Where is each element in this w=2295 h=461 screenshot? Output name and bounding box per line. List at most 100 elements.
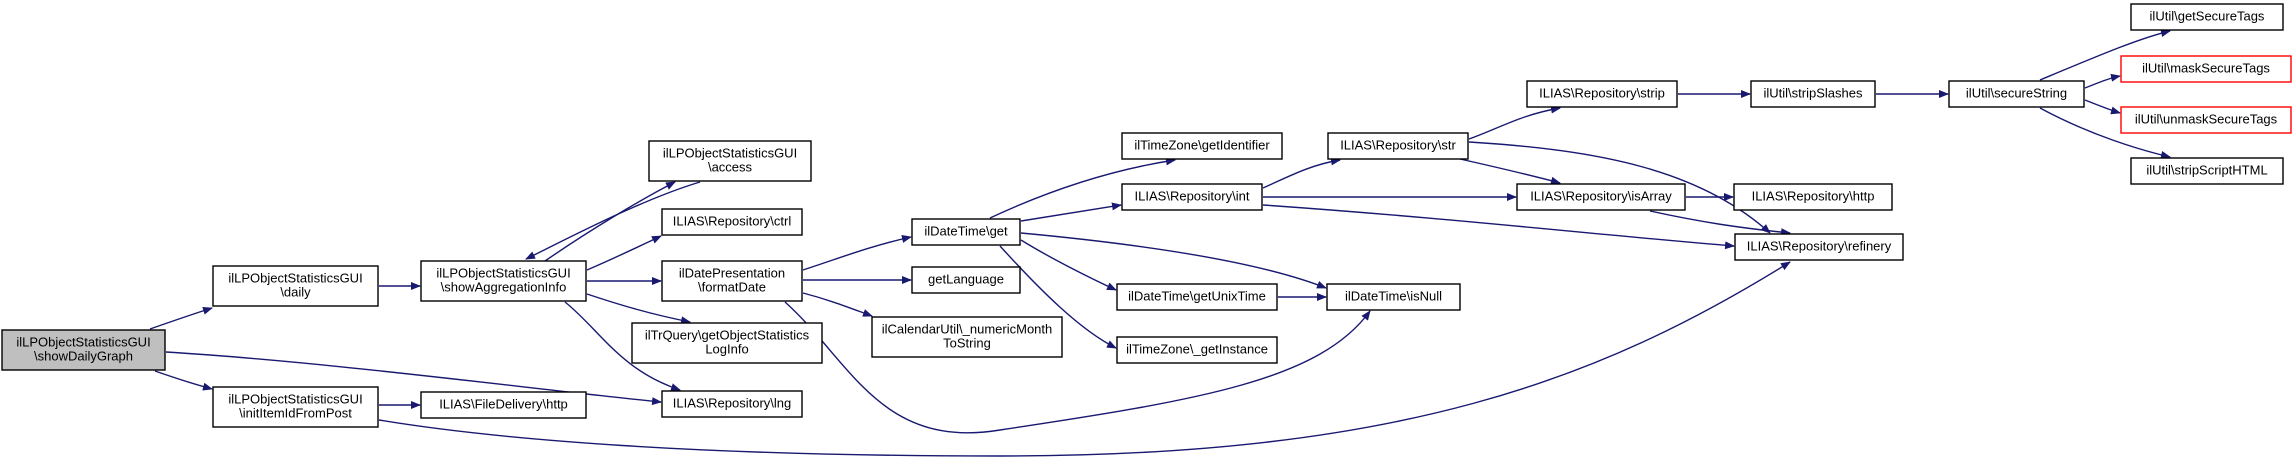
node-box xyxy=(871,316,1063,358)
node-repoHttp[interactable]: ILIAS\Repository\http xyxy=(1733,183,1893,211)
node-box xyxy=(1116,283,1278,311)
node-box xyxy=(2120,55,2292,83)
node-box xyxy=(911,218,1021,246)
node-getLanguage[interactable]: getLanguage xyxy=(911,266,1021,294)
node-box xyxy=(1734,233,1904,261)
node-label: ilUtil\maskSecureTags xyxy=(2142,60,2270,75)
node-stripScriptHTML[interactable]: ilUtil\stripScriptHTML xyxy=(2130,157,2284,185)
node-getUnixTime[interactable]: ilDateTime\getUnixTime xyxy=(1116,283,1278,311)
node-label: \initItemIdFromPost xyxy=(239,405,352,420)
node-label: ILIAS\Repository\str xyxy=(1340,137,1456,152)
node-isNull[interactable]: ilDateTime\isNull xyxy=(1326,283,1461,311)
edge-initItemIdFromPost-to-refinery xyxy=(378,261,1791,457)
node-label: ILIAS\FileDelivery\http xyxy=(439,396,568,411)
node-refinery[interactable]: ILIAS\Repository\refinery xyxy=(1734,233,1904,261)
node-label: ilLPObjectStatisticsGUI xyxy=(663,145,797,160)
edge-formatDate-to-isNull xyxy=(784,301,1371,434)
edge-dtGet-to-repoInt xyxy=(1020,202,1122,222)
edge-dtGet-to-getUnixTime xyxy=(1020,239,1117,291)
node-dtGet[interactable]: ilDateTime\get xyxy=(911,218,1021,246)
edges xyxy=(149,29,2171,457)
node-daily[interactable]: ilLPObjectStatisticsGUI\daily xyxy=(212,265,379,307)
edge-access-to-showAggregationInfo xyxy=(525,181,701,260)
node-label: ilLPObjectStatisticsGUI xyxy=(228,391,362,406)
node-tzGetIdentifier[interactable]: ilTimeZone\getIdentifier xyxy=(1121,132,1283,160)
node-label: ILIAS\Repository\lng xyxy=(673,395,792,410)
node-formatDate[interactable]: ilDatePresentation\formatDate xyxy=(661,260,803,302)
edge-repoInt-to-refinery xyxy=(1262,204,1735,250)
edge-secureString-to-maskSecureTags xyxy=(2084,73,2121,89)
node-box xyxy=(212,386,379,428)
edge-showAggregationInfo-to-access xyxy=(544,181,676,262)
edge-showAggregationInfo-to-getObjectStatisticsLogInfo xyxy=(586,293,691,325)
node-label: ILIAS\Repository\isArray xyxy=(1530,188,1672,203)
node-label: ILIAS\Repository\http xyxy=(1752,188,1875,203)
node-box xyxy=(1327,132,1469,160)
node-label: \showAggregationInfo xyxy=(441,279,567,294)
node-label: \formatDate xyxy=(698,279,766,294)
node-label: ilDateTime\getUnixTime xyxy=(1128,288,1266,303)
node-box xyxy=(911,266,1021,294)
node-box xyxy=(648,140,812,182)
node-label: ilUtil\stripScriptHTML xyxy=(2146,162,2267,177)
node-box xyxy=(1121,132,1283,160)
edge-dtGet-to-tzGetIdentifier xyxy=(989,157,1176,219)
node-repoStrip[interactable]: ILIAS\Repository\strip xyxy=(1526,80,1678,108)
node-getSecureTags[interactable]: ilUtil\getSecureTags xyxy=(2130,3,2284,31)
edge-repoStr-to-repoStrip xyxy=(1468,105,1561,140)
node-label: ILIAS\Repository\int xyxy=(1135,188,1250,203)
node-box xyxy=(661,390,803,418)
node-label: ilLPObjectStatisticsGUI xyxy=(436,265,570,280)
node-fileDeliveryHttp[interactable]: ILIAS\FileDelivery\http xyxy=(420,391,587,419)
node-maskSecureTags[interactable]: ilUtil\maskSecureTags xyxy=(2120,55,2292,83)
node-box xyxy=(661,260,803,302)
node-label: \daily xyxy=(280,284,311,299)
edge-dtGet-to-tzGetInstance xyxy=(999,245,1117,349)
edge-repoInt-to-repoStr xyxy=(1262,157,1341,189)
edge-isArray-to-refinery xyxy=(1649,210,1791,237)
node-box xyxy=(212,265,379,307)
node-box xyxy=(1516,183,1686,211)
node-repoInt[interactable]: ILIAS\Repository\int xyxy=(1121,183,1263,211)
nodes: ilLPObjectStatisticsGUI\showDailyGraphil… xyxy=(1,3,2292,428)
node-showAggregationInfo[interactable]: ilLPObjectStatisticsGUI\showAggregationI… xyxy=(420,260,587,302)
node-lng[interactable]: ILIAS\Repository\lng xyxy=(661,390,803,418)
node-initItemIdFromPost[interactable]: ilLPObjectStatisticsGUI\initItemIdFromPo… xyxy=(212,386,379,428)
node-secureString[interactable]: ilUtil\secureString xyxy=(1948,80,2085,108)
node-box xyxy=(2130,157,2284,185)
node-box xyxy=(1116,336,1278,364)
node-label: ilUtil\secureString xyxy=(1966,85,2067,100)
node-access[interactable]: ilLPObjectStatisticsGUI\access xyxy=(648,140,812,182)
node-label: getLanguage xyxy=(928,271,1004,286)
node-box xyxy=(420,260,587,302)
node-label: ilDatePresentation xyxy=(679,265,785,280)
node-label: ilCalendarUtil\_numericMonth xyxy=(882,321,1053,336)
node-repoStr[interactable]: ILIAS\Repository\str xyxy=(1327,132,1469,160)
node-box xyxy=(1326,283,1461,311)
node-showDailyGraph[interactable]: ilLPObjectStatisticsGUI\showDailyGraph xyxy=(1,329,166,371)
node-ctrl[interactable]: ILIAS\Repository\ctrl xyxy=(661,208,803,236)
edge-showAggregationInfo-to-ctrl xyxy=(586,235,662,271)
node-box xyxy=(2120,106,2292,134)
edge-formatDate-to-numericMonthToString xyxy=(802,292,873,317)
node-label: ILIAS\Repository\refinery xyxy=(1747,238,1892,253)
edge-secureString-to-stripScriptHTML xyxy=(2039,107,2171,159)
edge-repoStr-to-isArray xyxy=(1459,158,1561,185)
node-unmaskSecureTags[interactable]: ilUtil\unmaskSecureTags xyxy=(2120,106,2292,134)
node-isArray[interactable]: ILIAS\Repository\isArray xyxy=(1516,183,1686,211)
node-box xyxy=(661,208,803,236)
node-label: ilDateTime\get xyxy=(924,223,1008,238)
node-box xyxy=(631,322,823,364)
node-tzGetInstance[interactable]: ilTimeZone\_getInstance xyxy=(1116,336,1278,364)
node-label: ilUtil\stripSlashes xyxy=(1764,85,1863,100)
node-label: \showDailyGraph xyxy=(34,348,133,363)
node-box xyxy=(1526,80,1678,108)
node-label: ILIAS\Repository\strip xyxy=(1539,85,1665,100)
node-box xyxy=(2130,3,2284,31)
node-stripSlashes[interactable]: ilUtil\stripSlashes xyxy=(1750,80,1876,108)
node-label: ToString xyxy=(943,335,991,350)
edge-showDailyGraph-to-daily xyxy=(149,306,213,330)
